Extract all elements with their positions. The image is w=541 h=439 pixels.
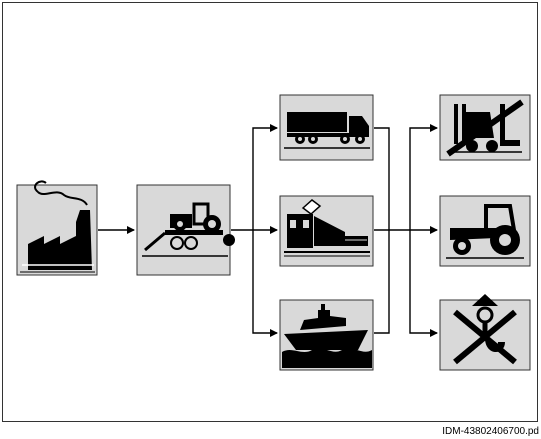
train-node	[280, 196, 373, 266]
loading-node	[137, 185, 235, 275]
line-ship-to-merge	[374, 230, 389, 333]
arrow-branch-to-ship	[253, 230, 277, 333]
arrow-branch-to-truck	[253, 128, 277, 230]
factory-node	[17, 181, 97, 275]
line-truck-to-merge	[374, 128, 389, 230]
document-id: IDM-43802406700.pd	[442, 426, 539, 437]
truck-node	[280, 95, 373, 160]
ship-node	[280, 300, 373, 370]
arrow-merge-to-crane	[410, 230, 437, 333]
arrow-merge-to-forklift	[410, 128, 437, 230]
tractor-node	[440, 196, 530, 266]
crane-hook-node	[440, 294, 530, 370]
forklift-node	[440, 95, 530, 160]
